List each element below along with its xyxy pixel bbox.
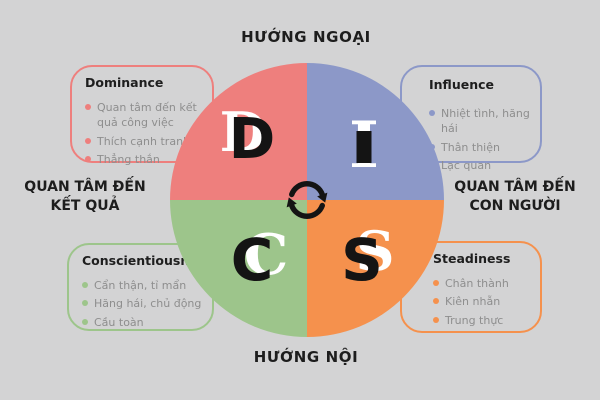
list-item: Trung thực — [433, 313, 538, 328]
bullet-dot — [85, 156, 91, 163]
cycle-arrows-icon — [286, 181, 328, 219]
bullet-dot — [433, 316, 439, 323]
axis-left-line1: QUAN TÂM ĐẾN — [24, 179, 146, 195]
list-item: Chân thành — [433, 276, 538, 291]
list-item: Quan tâm đến kết quả công việc — [85, 100, 208, 131]
letter-c-shadow: C — [243, 222, 289, 288]
list-item: Nhiệt tình, hăng hái — [429, 106, 538, 137]
dominance-list: Quan tâm đến kết quả công việc Thích cạn… — [85, 100, 208, 168]
letter-s-shadow: S — [355, 219, 395, 283]
letter-d-shadow: D — [219, 100, 267, 164]
steadiness-list: Chân thành Kiên nhẫn Trung thực — [433, 276, 538, 328]
axis-right-line1: QUAN TÂM ĐẾN — [454, 179, 576, 195]
list-item: Cầu toàn — [82, 315, 208, 330]
influence-list: Nhiệt tình, hăng hái Thân thiện Lạc quan — [429, 106, 538, 174]
bullet-dot — [433, 280, 439, 286]
bullet-dot — [429, 110, 435, 116]
axis-label-people: QUAN TÂM ĐẾN CON NGƯỜI — [440, 178, 590, 216]
steadiness-box: Steadiness Chân thành Kiên nhẫn Trung th… — [400, 241, 542, 333]
disc-circle: D D I C C S S — [170, 63, 444, 337]
list-item: Thẳng thắn — [85, 152, 208, 167]
dominance-title: Dominance — [85, 75, 164, 90]
axis-label-introvert: HƯỚNG NỘI — [253, 348, 359, 366]
bullet-dot — [82, 318, 88, 325]
list-item: Cẩn thận, tỉ mẩn — [82, 278, 208, 293]
list-item: Hăng hái, chủ động — [82, 296, 208, 311]
bullet-dot — [82, 300, 88, 307]
bullet-dot — [85, 137, 91, 144]
axis-right-line2: CON NGƯỜI — [469, 197, 561, 214]
conscientiousness-list: Cẩn thận, tỉ mẩn Hăng hái, chủ động Cầu … — [82, 278, 208, 330]
axis-label-extrovert: HƯỚNG NGOẠI — [241, 28, 371, 46]
steadiness-title: Steadiness — [433, 251, 511, 266]
axis-left-line2: KẾT QUẢ — [50, 197, 120, 214]
list-item: Thích cạnh tranh — [85, 134, 208, 149]
bullet-dot — [85, 104, 91, 110]
dominance-box: Dominance Quan tâm đến kết quả công việc… — [70, 65, 214, 166]
axis-label-results: QUAN TÂM ĐẾN KẾT QUẢ — [8, 178, 162, 216]
list-item: Thân thiện — [429, 140, 538, 155]
list-item: Lạc quan — [429, 158, 538, 173]
conscientiousness-title: Conscientiousness — [82, 253, 213, 268]
letter-i-bar — [356, 131, 372, 163]
bullet-dot — [82, 282, 88, 288]
bullet-dot — [433, 298, 439, 305]
influence-title: Influence — [429, 77, 494, 92]
list-item: Kiên nhẫn — [433, 294, 538, 309]
